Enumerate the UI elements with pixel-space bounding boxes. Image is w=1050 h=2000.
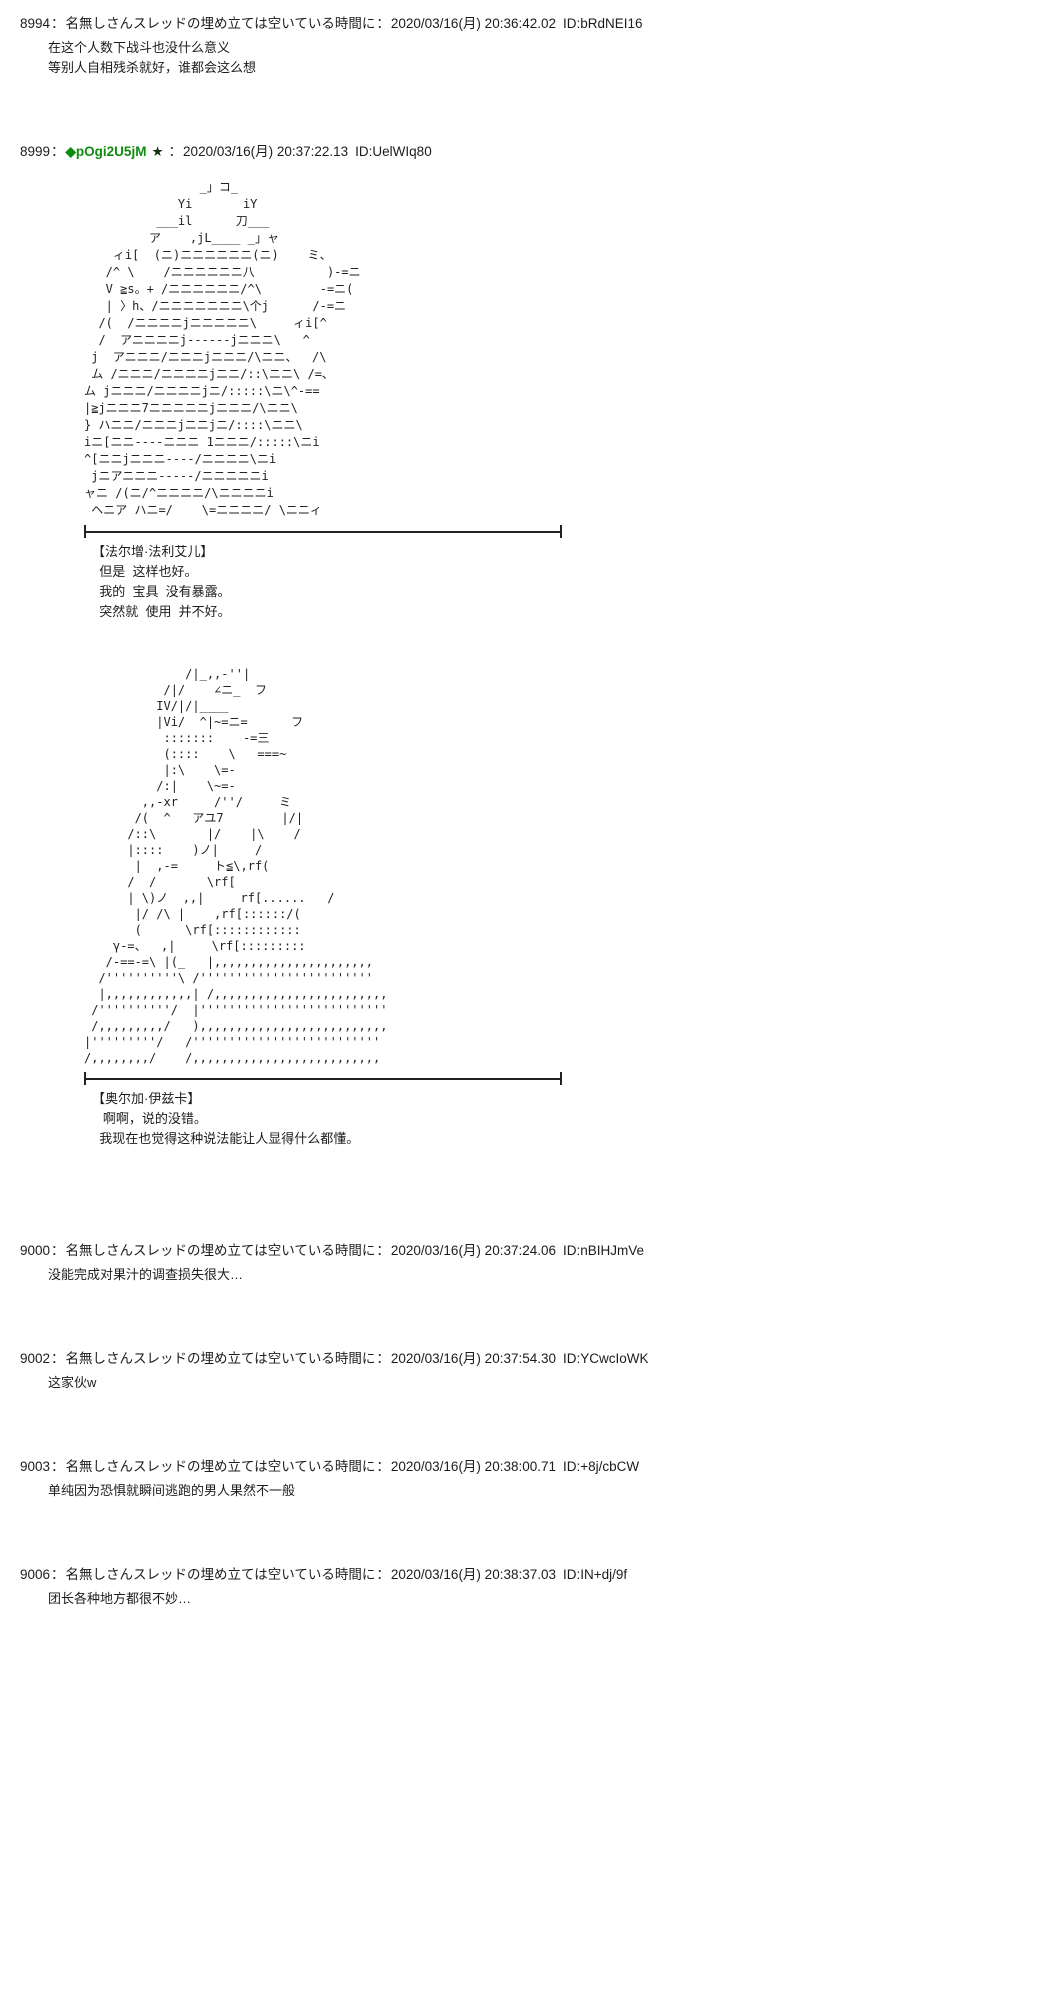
poster-id: ID:IN+dj/9f	[563, 1567, 628, 1582]
post-datetime: 2020/03/16(月) 20:38:37.03	[390, 1567, 556, 1582]
rule-line	[86, 1077, 560, 1080]
separator: ：	[51, 1243, 65, 1258]
post-9006: 9006：名無しさんスレッドの埋め立ては空いている時間に：2020/03/16(…	[20, 1565, 1034, 1609]
post-body: 团长各种地方都很不妙…	[48, 1591, 192, 1606]
post-number: 8999	[20, 144, 51, 159]
poster-id: ID:+8j/cbCW	[563, 1459, 640, 1474]
post-number: 8994	[20, 16, 51, 31]
separator: ：	[376, 1243, 390, 1258]
poster-id: ID:YCwcIoWK	[563, 1351, 649, 1366]
poster-id: ID:bRdNEI16	[563, 16, 643, 31]
post-datetime: 2020/03/16(月) 20:37:54.30	[390, 1351, 556, 1366]
poster-id: ID:UelWIq80	[355, 144, 432, 159]
post-8999: 8999：◆pOgi2U5jM★：2020/03/16(月) 20:37:22.…	[20, 142, 1034, 1149]
separator: ：	[51, 1567, 65, 1582]
post-datetime: 2020/03/16(月) 20:37:24.06	[390, 1243, 556, 1258]
post-9003: 9003：名無しさんスレッドの埋め立ては空いている時間に：2020/03/16(…	[20, 1457, 1034, 1501]
post-datetime: 2020/03/16(月) 20:37:22.13	[183, 144, 349, 159]
ascii-art-character-1: _」コ_ Yi iY ___il 刀___ ア ,jL____ _」ャ ィi[ …	[84, 180, 361, 517]
dialogue-block-2: 【奥尔加·伊兹卡】 啊啊，说的没错。 我现在也觉得这种说法能让人显得什么都懂。	[92, 1089, 1034, 1149]
aa-baseline-rule	[84, 1071, 562, 1086]
poster-name: 名無しさんスレッドの埋め立ては空いている時間に	[65, 1567, 376, 1582]
rule-left-tick	[84, 525, 86, 538]
separator: ：	[51, 1459, 65, 1474]
post-number: 9000	[20, 1243, 51, 1258]
rule-right-tick	[560, 525, 562, 538]
separator: ：	[376, 16, 390, 31]
post-header: 9006：名無しさんスレッドの埋め立ては空いている時間に：2020/03/16(…	[20, 1565, 1034, 1584]
post-9002: 9002：名無しさんスレッドの埋め立ては空いている時間に：2020/03/16(…	[20, 1349, 1034, 1393]
post-header: 8999：◆pOgi2U5jM★：2020/03/16(月) 20:37:22.…	[20, 142, 1034, 161]
aa-baseline-rule	[84, 524, 562, 539]
rule-left-tick	[84, 1072, 86, 1085]
separator: ：	[376, 1351, 390, 1366]
poster-tripcode: ◆pOgi2U5jM	[65, 144, 147, 159]
poster-name: 名無しさんスレッドの埋め立ては空いている時間に	[65, 1243, 376, 1258]
separator: ：	[168, 144, 183, 159]
post-8994: 8994：名無しさんスレッドの埋め立ては空いている時間に：2020/03/16(…	[20, 14, 1034, 78]
post-body: 这家伙w	[48, 1375, 97, 1390]
post-header: 9002：名無しさんスレッドの埋め立ては空いている時間に：2020/03/16(…	[20, 1349, 1034, 1368]
dialogue-speaker: 【奥尔加·伊兹卡】	[92, 1091, 201, 1106]
post-header: 8994：名無しさんスレッドの埋め立ては空いている時間に：2020/03/16(…	[20, 14, 1034, 33]
post-header: 9000：名無しさんスレッドの埋め立ては空いている時間に：2020/03/16(…	[20, 1241, 1034, 1260]
dialogue-text: 但是 这样也好。 我的 宝具 没有暴露。 突然就 使用 并不好。	[99, 564, 231, 619]
post-header: 9003：名無しさんスレッドの埋め立ては空いている時間に：2020/03/16(…	[20, 1457, 1034, 1476]
dialogue-speaker: 【法尔增·法利艾儿】	[92, 544, 214, 559]
poster-name: 名無しさんスレッドの埋め立ては空いている時間に	[65, 16, 376, 31]
post-9000: 9000：名無しさんスレッドの埋め立ては空いている時間に：2020/03/16(…	[20, 1241, 1034, 1285]
dialogue-block-1: 【法尔增·法利艾儿】 但是 这样也好。 我的 宝具 没有暴露。 突然就 使用 并…	[92, 542, 1034, 622]
dialogue-text: 啊啊，说的没错。 我现在也觉得这种说法能让人显得什么都懂。	[99, 1111, 360, 1146]
separator: ：	[51, 16, 65, 31]
post-number: 9003	[20, 1459, 51, 1474]
post-number: 9002	[20, 1351, 51, 1366]
poster-name: 名無しさんスレッドの埋め立ては空いている時間に	[65, 1351, 376, 1366]
rule-line	[86, 530, 560, 533]
post-datetime: 2020/03/16(月) 20:38:00.71	[390, 1459, 556, 1474]
separator: ：	[51, 144, 65, 159]
ascii-art-character-2: /|_,,-''| /|/ ∠ニ_ フ IV/|/|____ |Vi/ ^|~=…	[84, 667, 388, 1065]
post-body: 在这个人数下战斗也没什么意义 等别人自相残杀就好，谁都会这么想	[48, 40, 257, 75]
separator: ：	[51, 1351, 65, 1366]
separator: ：	[376, 1567, 390, 1582]
post-number: 9006	[20, 1567, 51, 1582]
thread-page: 8994：名無しさんスレッドの埋め立ては空いている時間に：2020/03/16(…	[20, 14, 1034, 1609]
cap-star-icon: ★	[151, 144, 164, 159]
separator: ：	[376, 1459, 390, 1474]
poster-name: 名無しさんスレッドの埋め立ては空いている時間に	[65, 1459, 376, 1474]
poster-id: ID:nBIHJmVe	[563, 1243, 645, 1258]
post-body: 没能完成对果汁的调查损失很大…	[48, 1267, 244, 1282]
post-body: 单纯因为恐惧就瞬间逃跑的男人果然不一般	[48, 1483, 296, 1498]
post-datetime: 2020/03/16(月) 20:36:42.02	[390, 16, 556, 31]
rule-right-tick	[560, 1072, 562, 1085]
